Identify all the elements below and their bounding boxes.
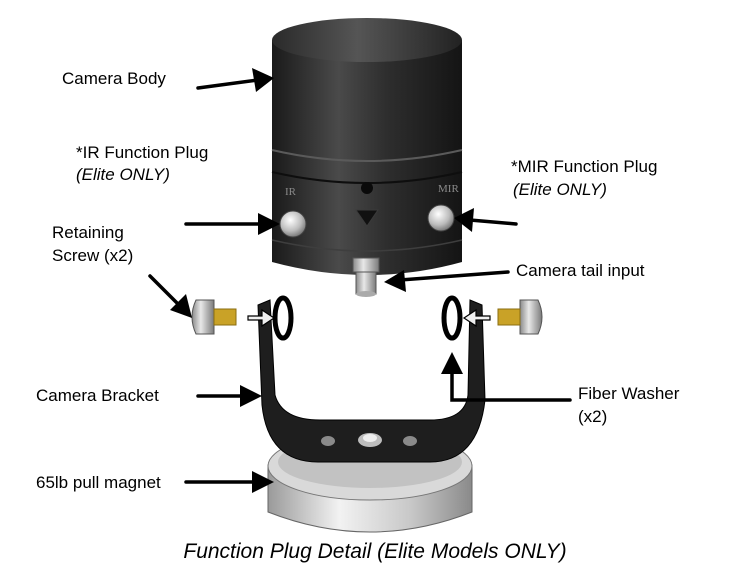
ir-plug-screw-icon — [279, 210, 307, 238]
arrow-retaining-screw — [148, 274, 192, 318]
arrow-camera-tail — [384, 270, 510, 292]
mir-plug-screw-icon — [427, 204, 455, 232]
arrow-camera-bracket — [196, 385, 262, 407]
fiber-washer-label-line2: (x2) — [578, 407, 608, 426]
fiber-washer-right — [441, 295, 463, 341]
figure-caption: Function Plug Detail (Elite Models ONLY) — [183, 540, 567, 563]
retaining-screw-label-line1: Retaining — [52, 223, 124, 242]
arrow-mir-plug — [454, 208, 518, 232]
camera-body-part: IR MIR — [271, 18, 463, 275]
mir-plug-label: *MIR Function Plug — [511, 157, 658, 176]
camera-body-label: Camera Body — [62, 69, 166, 88]
ir-plug-note: (Elite ONLY) — [76, 165, 170, 184]
fiber-washer-label-line1: Fiber Washer — [578, 384, 680, 403]
arrow-ir-plug — [184, 213, 280, 235]
arrow-camera-body — [196, 68, 274, 92]
mir-plug-note: (Elite ONLY) — [513, 180, 607, 199]
retaining-screw-right — [497, 299, 543, 335]
camera-tail-connector — [352, 257, 380, 297]
arrow-magnet — [184, 471, 274, 493]
fiber-washer-left — [272, 295, 294, 341]
assembly-arrow-left — [247, 308, 276, 328]
retaining-screw-left — [191, 299, 237, 335]
magnet-label: 65lb pull magnet — [36, 473, 161, 492]
body-mark-ir: IR — [285, 186, 297, 198]
camera-bracket-label: Camera Bracket — [36, 386, 159, 405]
body-mark-mir: MIR — [438, 183, 459, 195]
arrow-fiber-washer — [441, 352, 572, 402]
assembly-arrow-right — [462, 308, 491, 328]
camera-tail-label: Camera tail input — [516, 261, 645, 280]
ir-plug-label: *IR Function Plug — [76, 143, 209, 162]
retaining-screw-label-line2: Screw (x2) — [52, 246, 134, 265]
